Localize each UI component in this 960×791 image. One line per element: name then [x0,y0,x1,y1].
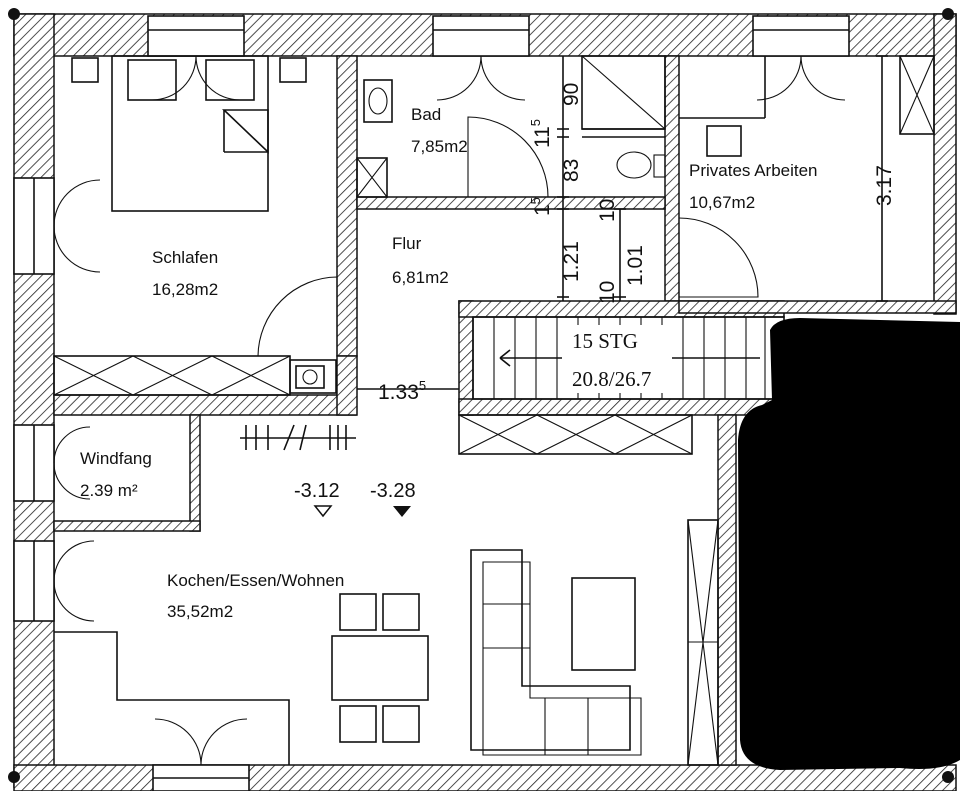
window-bad [432,15,530,57]
level-1-marker [313,505,333,518]
outer-wall-right-upper [933,13,957,315]
window-arbeiten [752,15,850,57]
wall-stair-right [717,414,737,766]
room-area-arbeiten: 10,67m2 [689,193,755,212]
bad-fixtures [356,55,666,198]
windows [13,15,850,791]
room-area-bad: 7,85m2 [411,137,468,156]
level-2: -3.28 [370,480,416,502]
level-2-marker [393,506,411,517]
room-name-schlafen: Schlafen [152,248,218,267]
door-arbeiten [678,217,759,298]
dining-table [331,593,429,743]
cabinet-tall [687,519,719,766]
wardrobe-schlafen [53,355,337,396]
dim-arbeiten-317: 3.17 [873,165,896,206]
dim-bad-11: 115 [528,119,554,148]
window-schlafen [147,15,245,57]
sofa [470,549,642,756]
outer-wall-left [13,13,55,788]
room-area-flur: 6,81m2 [392,268,449,287]
dimension-labels: 1.335 90 115 83 15 1.21 10 1.01 10 3.17 [378,83,896,404]
wall-windfang-right [189,414,201,532]
wall-windfang-bottom [53,520,201,532]
wall-flur-left-lower [336,355,358,416]
room-name-wohnen: Kochen/Essen/Wohnen [167,571,344,590]
dim-flur-101: 1.01 [624,245,647,286]
room-area-wohnen: 35,52m2 [167,602,233,621]
room-name-bad: Bad [411,105,441,124]
room-area-schlafen: 16,28m2 [152,280,218,299]
dim-bad-1: 15 [528,197,554,216]
staircase: 15 STG 20.8/26.7 [472,316,785,400]
wall-stair-left [458,300,474,416]
room-area-windfang: 2.39 m² [80,481,138,500]
corner-markers [8,8,954,783]
dim-flur-width: 1.335 [378,378,426,404]
dim-bad-90: 90 [560,83,583,106]
bed [71,55,307,212]
redacted-area [738,318,960,770]
wall-bad-arbeiten [664,55,680,302]
wall-bad-flur [356,196,666,210]
level-markers: -3.12 -3.28 [294,480,416,518]
room-name-windfang: Windfang [80,449,152,468]
kitchen-counter [54,631,290,765]
window-swings [53,55,846,766]
cabinet-below-stairs [458,414,693,455]
dimension-lines [357,55,888,390]
stair-steps: 15 STG [572,329,638,353]
dim-flur-121: 1.21 [560,241,583,282]
door-schlafen [257,276,338,357]
dim-bad-83: 83 [560,159,583,182]
section-marks [240,424,356,451]
door-bad [467,116,549,198]
dim-flur-10a: 10 [596,199,619,222]
room-name-flur: Flur [392,234,422,253]
room-name-arbeiten: Privates Arbeiten [689,161,818,180]
arbeiten-fixtures [679,55,935,157]
level-1: -3.12 [294,480,340,502]
wall-stair-bottom [458,398,785,416]
stair-ratio: 20.8/26.7 [572,367,651,391]
walls [13,13,957,791]
dim-flur-10b: 10 [596,281,619,304]
room-labels: Schlafen 16,28m2 Bad 7,85m2 Privates Arb… [80,105,818,621]
wall-schlafen-bottom [53,394,357,416]
wall-schlafen-bad [336,55,358,357]
wall-arbeiten-bottom [678,300,957,314]
